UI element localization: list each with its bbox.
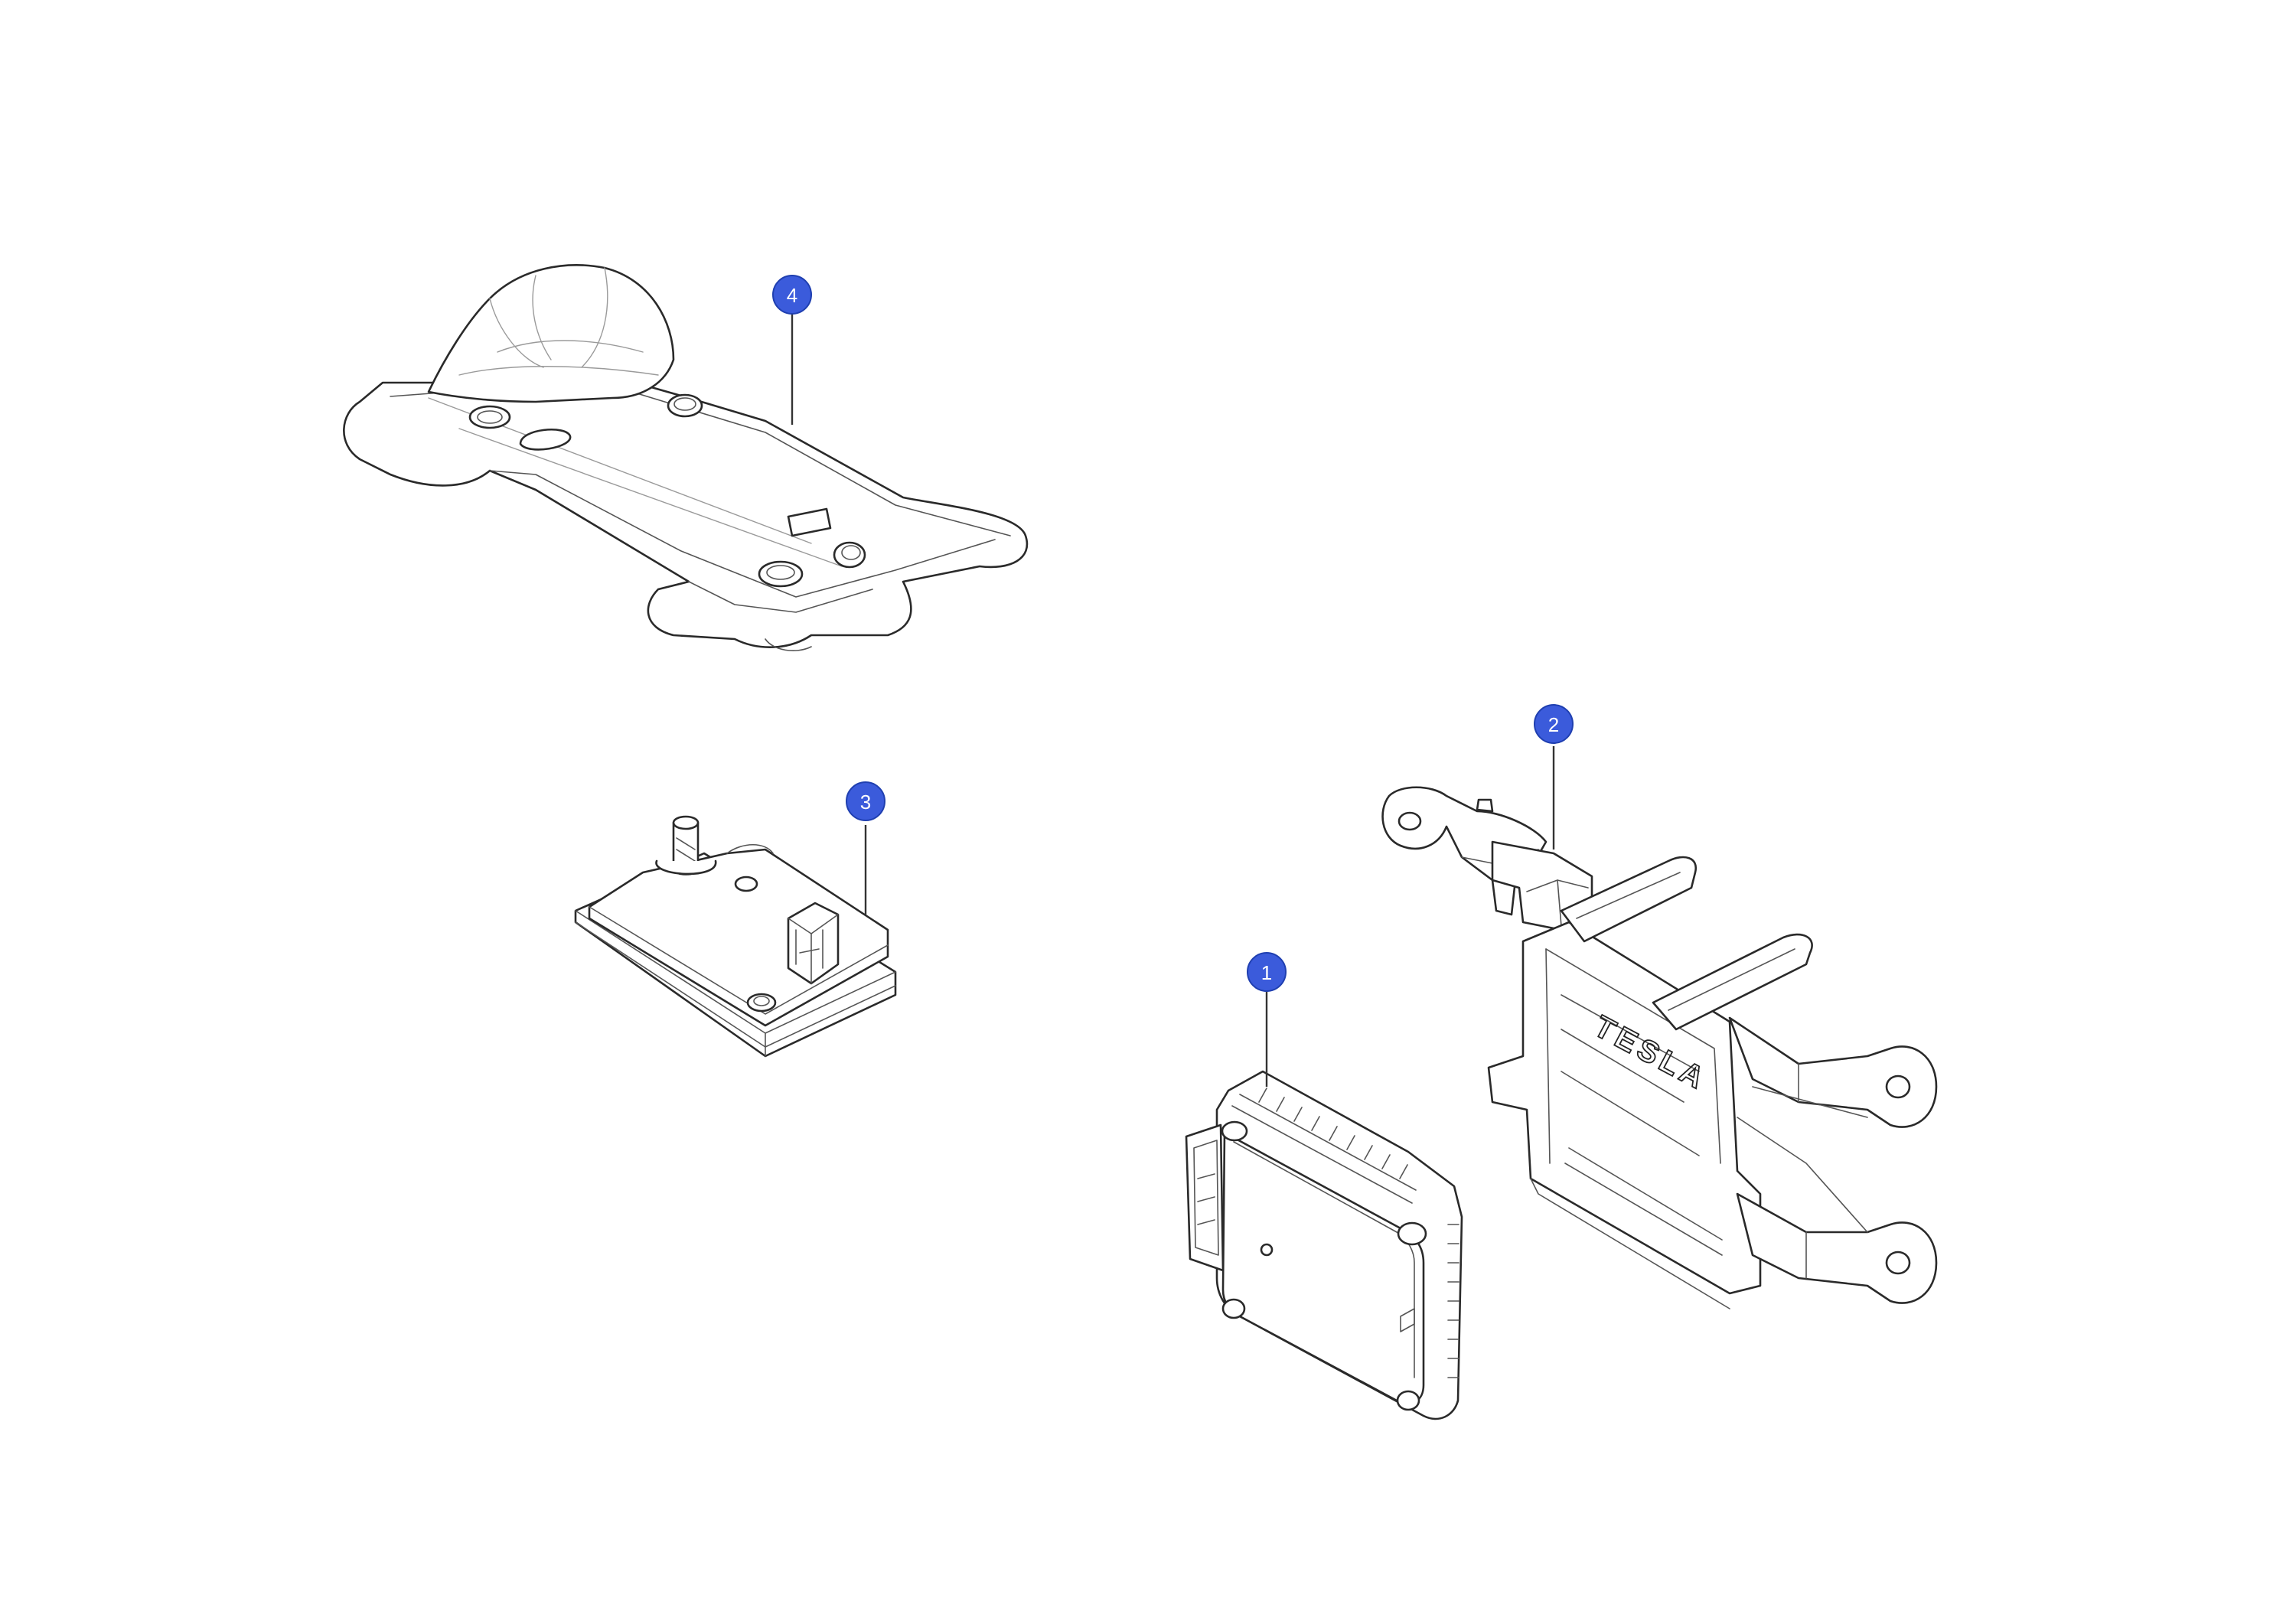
part-3-sensor-module xyxy=(574,815,897,1058)
leader-lines xyxy=(791,306,1555,1087)
callout-4[interactable]: 4 xyxy=(772,275,812,315)
callout-label-3: 3 xyxy=(860,791,871,814)
part-1-control-module xyxy=(1185,1070,1463,1420)
callout-label-1: 1 xyxy=(1261,961,1272,984)
callout-label-4: 4 xyxy=(787,284,797,307)
callout-1[interactable]: 1 xyxy=(1247,952,1287,992)
callout-3[interactable]: 3 xyxy=(846,781,885,821)
cooling-fins-top xyxy=(1258,1088,1408,1179)
part-4-cover-plate xyxy=(343,264,1029,651)
callout-2[interactable]: 2 xyxy=(1534,704,1574,744)
cooling-fins-side xyxy=(1447,1224,1459,1378)
part-2-bracket: TESLA xyxy=(1381,786,1938,1309)
callout-label-2: 2 xyxy=(1548,713,1559,736)
